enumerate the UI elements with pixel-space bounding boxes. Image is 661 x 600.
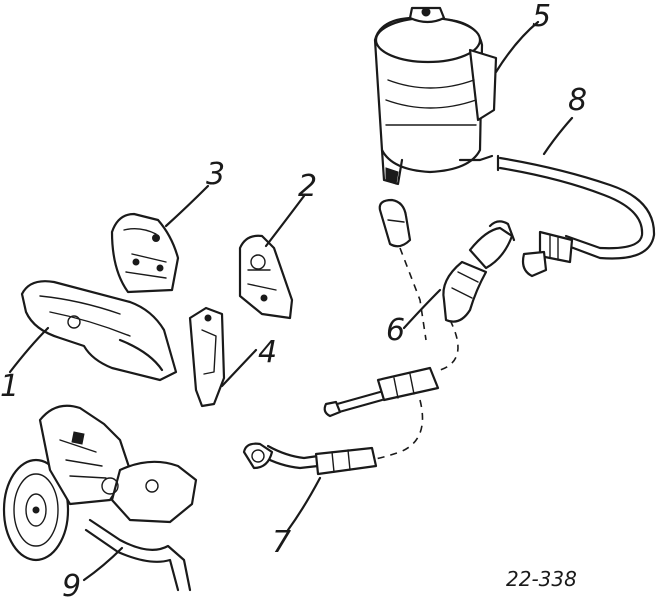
callout-6: 6 [386,313,405,348]
return-hose-part [496,154,656,278]
callout-8: 8 [568,83,587,118]
callout-2: 2 [298,169,317,204]
callout-5: 5 [532,0,551,34]
callout-1: 1 [0,369,19,404]
callout-9: 9 [62,569,81,600]
plate-part [238,234,294,320]
pressure-line-part [242,442,378,476]
hose-connector-part [378,198,412,248]
callout-7: 7 [272,525,291,560]
callout-leaders [8,20,574,582]
bracket-part [20,280,178,382]
clip-part [188,306,226,408]
pump-part [2,404,198,592]
mount-part [110,212,180,294]
callout-3: 3 [206,157,225,192]
hose-part [323,220,516,418]
callout-4: 4 [258,335,277,370]
reservoir-part [373,6,498,186]
figure-reference: 22-338 [506,567,577,591]
